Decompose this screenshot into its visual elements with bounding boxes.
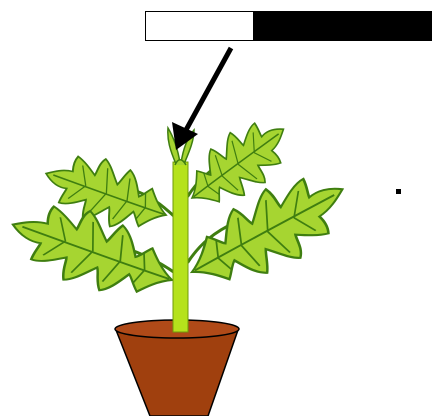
pointer-arrow bbox=[172, 48, 231, 150]
flower-pot bbox=[115, 320, 239, 416]
main-stem bbox=[173, 162, 188, 332]
side-marker bbox=[396, 189, 401, 194]
